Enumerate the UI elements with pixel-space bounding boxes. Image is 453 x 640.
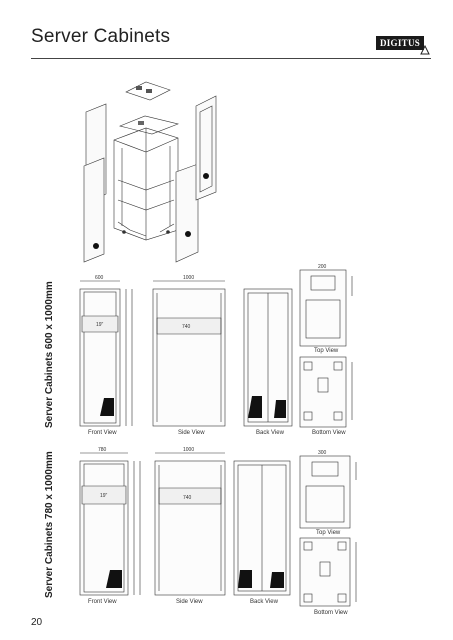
s1-side-caption: Side View xyxy=(178,430,205,436)
s1-side-depth: 1000 xyxy=(183,275,194,281)
s2-rack-size: 19" xyxy=(100,493,108,499)
s1-front-width: 600 xyxy=(95,275,104,281)
s2-inner-width: 740 xyxy=(183,495,192,501)
digitus-logo: DIGITUS xyxy=(376,36,424,50)
s2-top-width: 300 xyxy=(318,450,327,456)
page-number: 20 xyxy=(31,617,43,628)
s1-inner-width: 740 xyxy=(182,324,191,330)
section-600-label: Server Cabinets 600 x 1000mm xyxy=(44,281,55,428)
header-rule xyxy=(31,58,431,59)
exploded-cabinet-drawing xyxy=(83,81,217,263)
s2-top-caption: Top View xyxy=(316,530,341,536)
s2-side-depth: 1000 xyxy=(183,447,194,453)
s2-front-width: 780 xyxy=(98,447,107,453)
s1-front-caption: Front View xyxy=(88,430,117,436)
s1-back-caption: Back View xyxy=(256,430,285,436)
page-title: Server Cabinets xyxy=(31,26,171,47)
s1-bottom-caption: Bottom View xyxy=(312,430,346,436)
section-780-label: Server Cabinets 780 x 1000mm xyxy=(44,451,55,598)
s2-front-caption: Front View xyxy=(88,599,117,605)
s2-bottom-caption: Bottom View xyxy=(314,610,348,616)
s2-side-caption: Side View xyxy=(176,599,203,605)
section-600-drawings xyxy=(79,269,353,428)
s1-top-caption: Top View xyxy=(314,348,339,354)
section-780-drawings xyxy=(79,452,357,607)
s1-top-width: 200 xyxy=(318,264,327,270)
s2-back-caption: Back View xyxy=(250,599,279,605)
s1-rack-size: 19" xyxy=(96,322,104,328)
logo-mark-icon xyxy=(420,45,430,55)
